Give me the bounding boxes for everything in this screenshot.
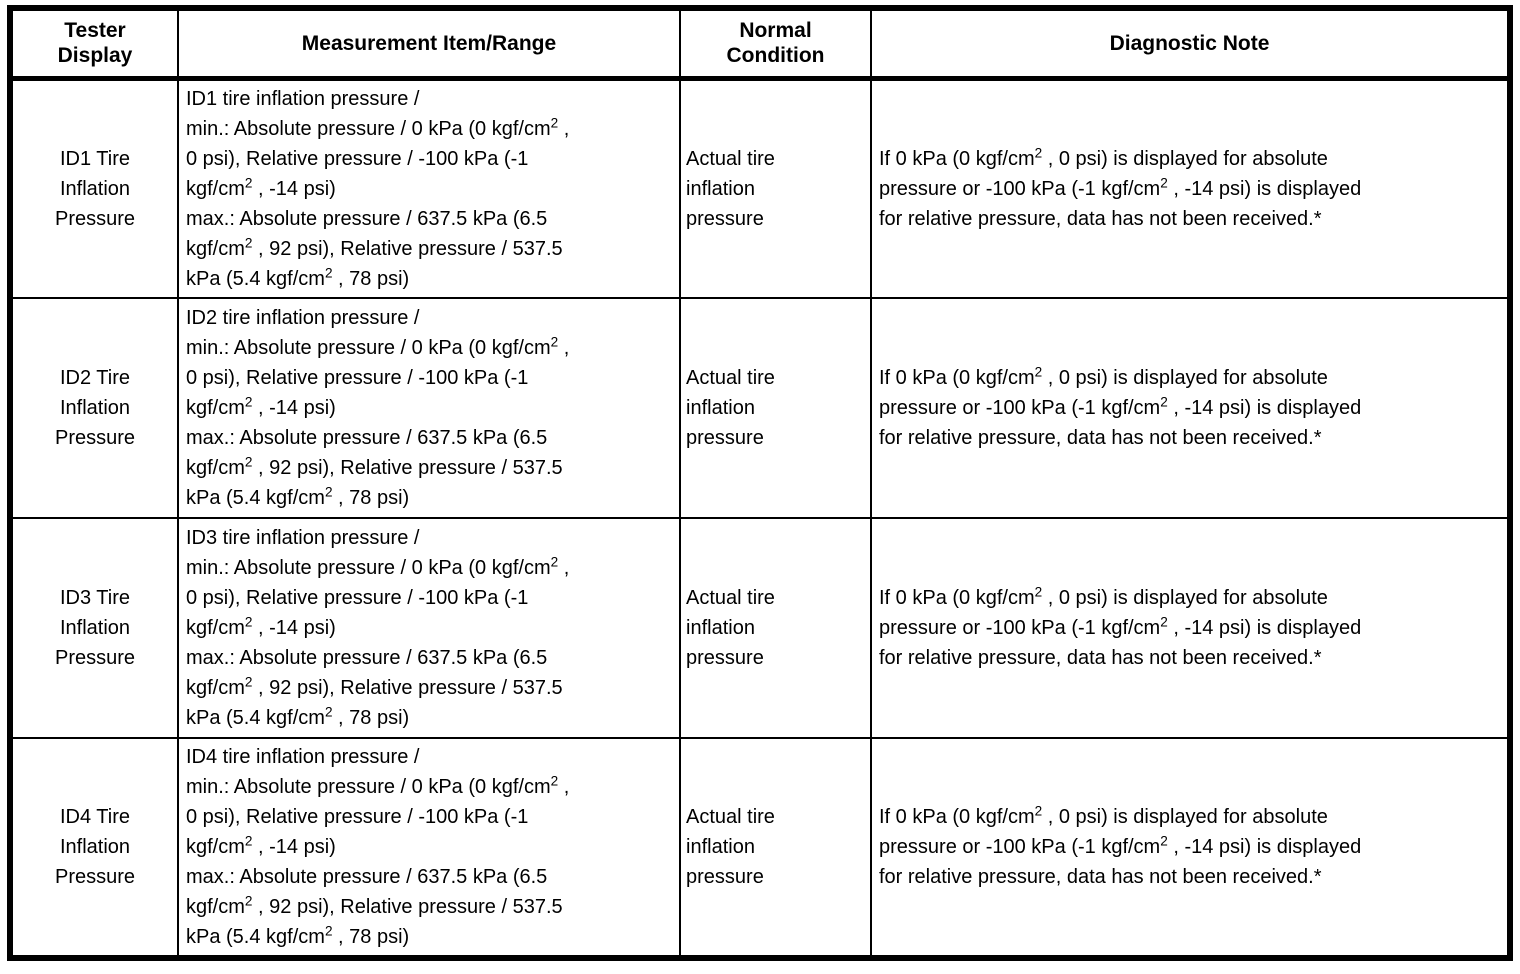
cell-tester-display: ID1 Tire Inflation Pressure <box>9 77 179 299</box>
cell-normal-condition: Actual tire inflation pressure <box>679 737 872 959</box>
column-header-measurement-item-range: Measurement Item/Range <box>177 7 681 81</box>
table-row-id1: ID1 Tire Inflation Pressure ID1 tire inf… <box>9 77 1511 299</box>
table-row-id3: ID3 Tire Inflation Pressure ID3 tire inf… <box>9 517 1511 739</box>
table-row-id4: ID4 Tire Inflation Pressure ID4 tire inf… <box>9 737 1511 959</box>
diagnostic-data-table: Tester Display Measurement Item/Range No… <box>7 5 1513 961</box>
cell-tester-display: ID2 Tire Inflation Pressure <box>9 297 179 519</box>
cell-tester-display: ID4 Tire Inflation Pressure <box>9 737 179 959</box>
cell-diagnostic-note: If 0 kPa (0 kgf/cm2 , 0 psi) is displaye… <box>870 77 1511 299</box>
column-header-normal-condition: Normal Condition <box>679 7 872 81</box>
cell-normal-condition: Actual tire inflation pressure <box>679 297 872 519</box>
cell-diagnostic-note: If 0 kPa (0 kgf/cm2 , 0 psi) is displaye… <box>870 517 1511 739</box>
cell-measurement-range: ID4 tire inflation pressure / min.: Abso… <box>177 737 681 959</box>
table-row-id2: ID2 Tire Inflation Pressure ID2 tire inf… <box>9 297 1511 519</box>
cell-measurement-range: ID2 tire inflation pressure / min.: Abso… <box>177 297 681 519</box>
cell-measurement-range: ID3 tire inflation pressure / min.: Abso… <box>177 517 681 739</box>
header-row: Tester Display Measurement Item/Range No… <box>9 7 1511 81</box>
cell-tester-display: ID3 Tire Inflation Pressure <box>9 517 179 739</box>
cell-measurement-range: ID1 tire inflation pressure / min.: Abso… <box>177 77 681 299</box>
cell-normal-condition: Actual tire inflation pressure <box>679 77 872 299</box>
column-header-tester-display: Tester Display <box>9 7 179 81</box>
cell-diagnostic-note: If 0 kPa (0 kgf/cm2 , 0 psi) is displaye… <box>870 297 1511 519</box>
cell-normal-condition: Actual tire inflation pressure <box>679 517 872 739</box>
cell-diagnostic-note: If 0 kPa (0 kgf/cm2 , 0 psi) is displaye… <box>870 737 1511 959</box>
column-header-diagnostic-note: Diagnostic Note <box>870 7 1511 81</box>
